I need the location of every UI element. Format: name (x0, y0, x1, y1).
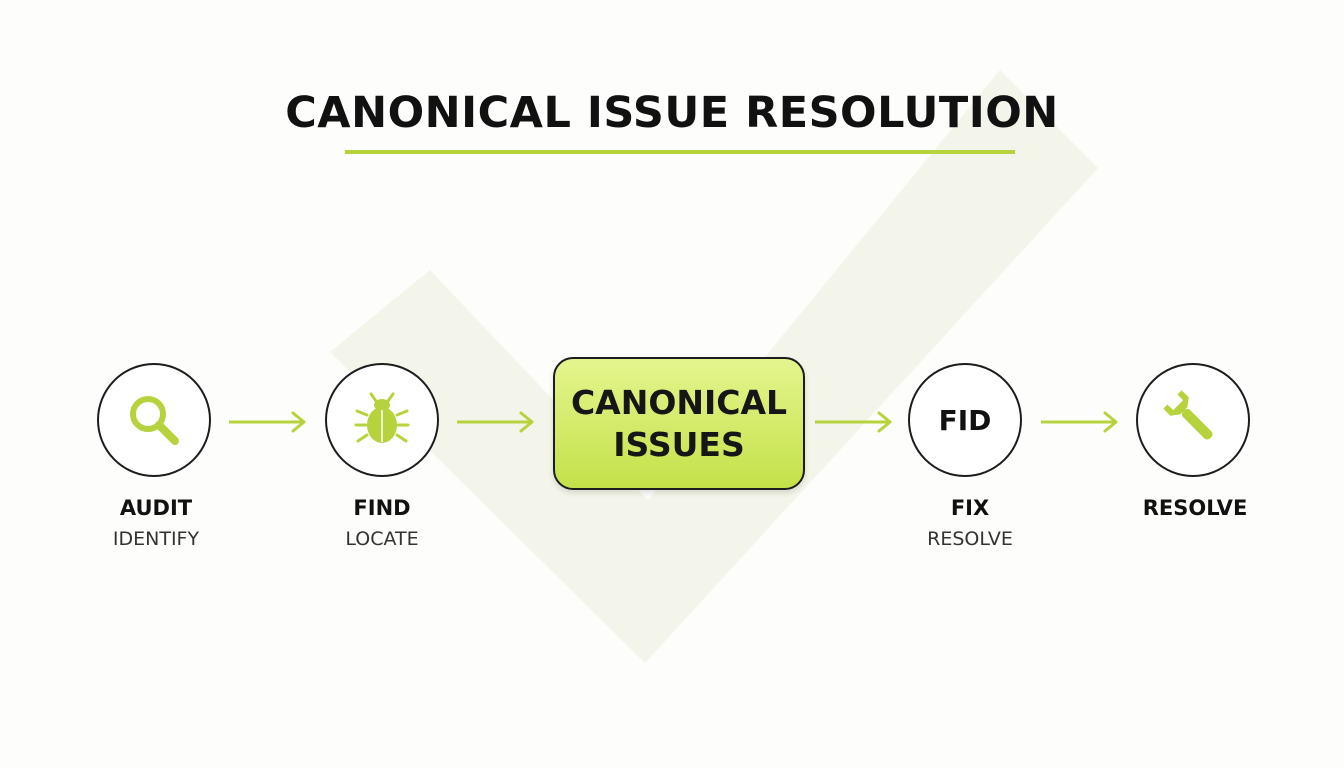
audit-label: AUDIT (119, 496, 193, 520)
magnifier-icon (130, 396, 179, 445)
audit-sublabel: IDENTIFY (112, 528, 200, 550)
fix-node-text: FID (938, 403, 992, 437)
arrow-right-icon (229, 411, 306, 433)
fix-label: FIX (950, 496, 990, 520)
resolve-label: RESOLVE (1142, 496, 1248, 520)
center-box-line-1: CANONICAL (570, 382, 788, 422)
center-box-line-2: ISSUES (613, 424, 745, 464)
arrow-right-icon (815, 411, 892, 433)
find-node (325, 363, 439, 477)
find-sublabel: LOCATE (345, 528, 419, 550)
canonical-issues-box: CANONICAL ISSUES (553, 357, 805, 490)
arrow-right-icon (1041, 411, 1118, 433)
title-underline (345, 150, 1015, 154)
wrench-icon (1163, 390, 1213, 440)
fix-sublabel: RESOLVE (927, 528, 1013, 550)
fix-node: FID (908, 363, 1022, 477)
diagram-title: CANONICAL ISSUE RESOLUTION (285, 88, 1059, 138)
arrow-right-icon (457, 411, 534, 433)
find-label: FIND (353, 496, 411, 520)
bug-icon (354, 392, 410, 443)
resolve-node (1136, 363, 1250, 477)
audit-node (97, 363, 211, 477)
